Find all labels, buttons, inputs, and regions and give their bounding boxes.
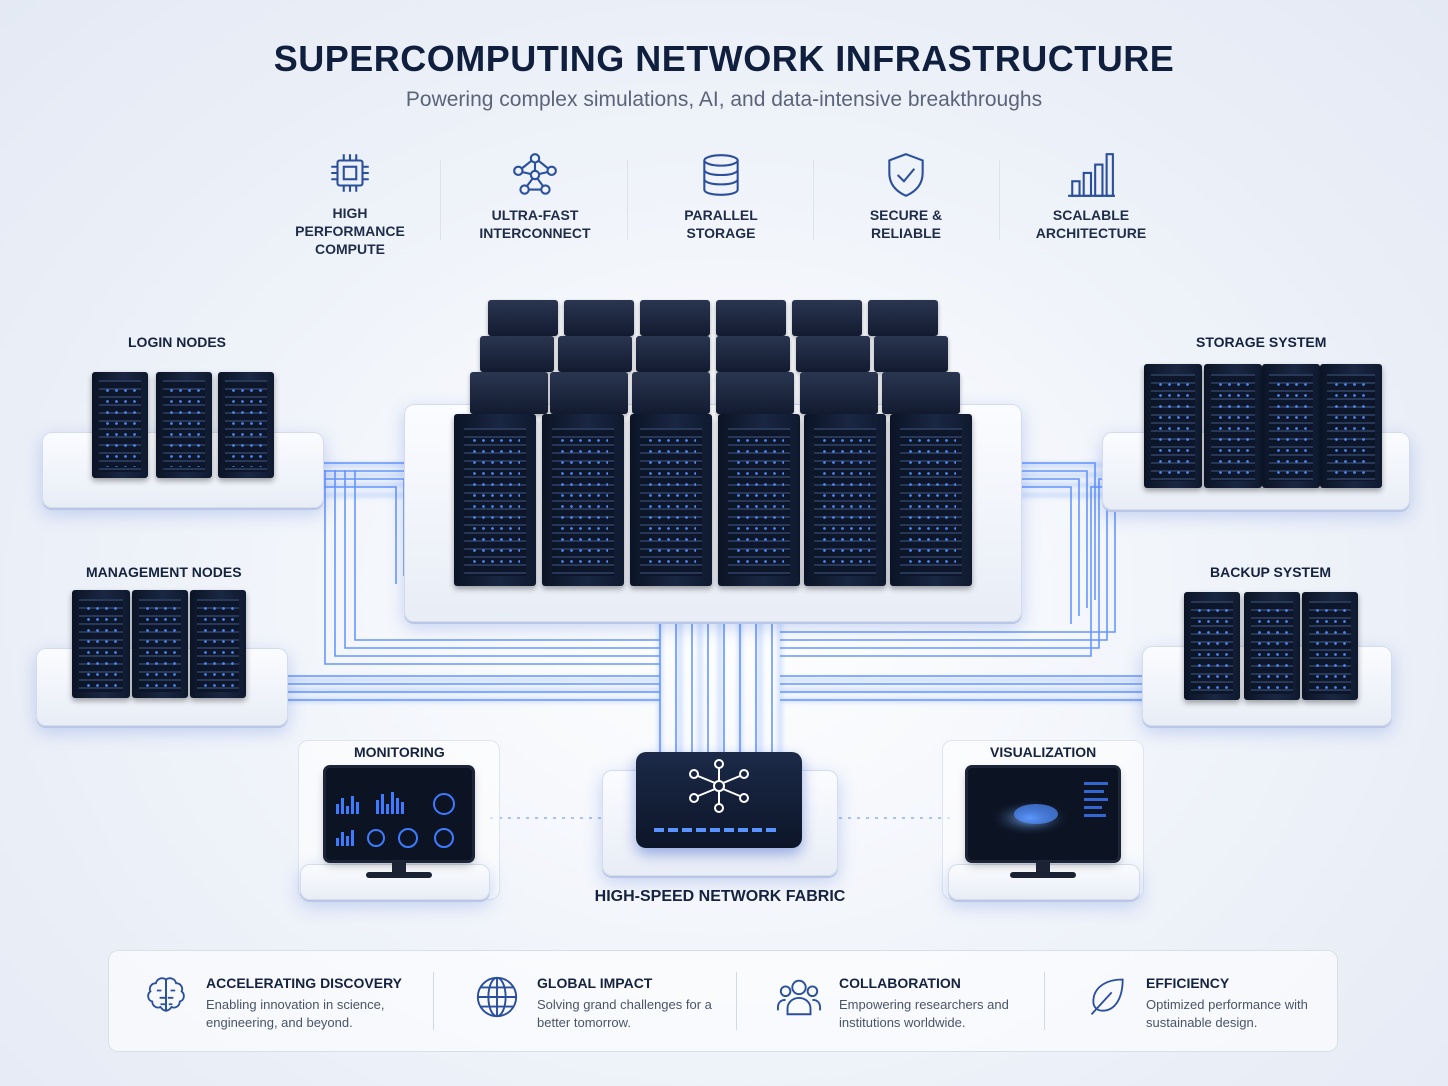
login-nodes-label: LOGIN NODES — [128, 334, 227, 350]
cpu-chip-icon — [331, 154, 369, 192]
monitor-base — [366, 872, 432, 878]
feature-label: SECURE & RELIABLE — [869, 207, 943, 241]
monitor-base — [1010, 872, 1076, 878]
visualization-graphic — [990, 782, 1108, 836]
divider — [813, 160, 814, 240]
divider — [627, 160, 628, 240]
benefits-panel: ACCELERATING DISCOVERY Enabling innovati… — [108, 950, 1338, 1052]
benefit-title: GLOBAL IMPACT — [537, 975, 653, 991]
divider — [433, 972, 434, 1030]
compute-rack — [542, 414, 624, 586]
benefit-global-impact: GLOBAL IMPACT Solving grand challenges f… — [474, 950, 774, 1052]
login-rack — [92, 372, 148, 478]
benefit-desc: Solving grand challenges for a better to… — [537, 997, 712, 1030]
compute-rack — [454, 414, 536, 586]
compute-rack — [804, 414, 886, 586]
compute-rack — [718, 414, 800, 586]
users-icon — [776, 979, 822, 1016]
storage-rack — [1262, 364, 1320, 488]
brain-icon — [147, 977, 185, 1012]
benefit-desc: Optimized performance with sustainable d… — [1146, 997, 1308, 1030]
shield-check-icon — [888, 153, 924, 197]
leaf-icon — [1090, 978, 1124, 1015]
feature-label: SCALABLE ARCHITECTURE — [1035, 207, 1147, 241]
login-rack — [218, 372, 274, 478]
globe-icon — [476, 976, 518, 1018]
feature-label: PARALLEL STORAGE — [684, 207, 758, 241]
network-switch — [636, 752, 802, 848]
hub-icon — [654, 759, 776, 832]
network-nodes-icon — [513, 153, 557, 195]
compute-rack — [890, 414, 972, 586]
login-rack — [156, 372, 212, 478]
benefit-efficiency: EFFICIENCY Optimized performance with su… — [1086, 950, 1326, 1052]
divider — [440, 160, 441, 240]
visualization-label: VISUALIZATION — [990, 744, 1097, 760]
page-subtitle: Powering complex simulations, AI, and da… — [405, 88, 1043, 111]
storage-rack — [1144, 364, 1202, 488]
feature-label: HIGH PERFORMANCE COMPUTE — [295, 205, 405, 257]
database-icon — [703, 154, 739, 196]
backup-rack — [1244, 592, 1300, 700]
monitor-stand — [392, 862, 406, 874]
monitoring-label: MONITORING — [354, 744, 445, 760]
fabric-label: HIGH-SPEED NETWORK FABRIC — [594, 888, 846, 905]
benefit-title: EFFICIENCY — [1146, 975, 1230, 991]
compute-rack — [630, 414, 712, 586]
visualization-screen — [968, 768, 1118, 860]
monitoring-screen — [326, 768, 472, 860]
management-rack — [72, 590, 130, 698]
divider — [999, 160, 1000, 240]
benefit-desc: Enabling innovation in science, engineer… — [206, 997, 385, 1030]
benefit-accelerating-discovery: ACCELERATING DISCOVERY Enabling innovati… — [144, 950, 444, 1052]
storage-rack — [1204, 364, 1262, 488]
storage-system-label: STORAGE SYSTEM — [1196, 334, 1327, 350]
feature-secure-reliable: SECURE & RELIABLE — [826, 150, 986, 242]
backup-rack — [1302, 592, 1358, 700]
bar-chart-icon — [1068, 153, 1115, 197]
management-rack — [132, 590, 188, 698]
monitor-stand — [1036, 862, 1050, 874]
divider — [1044, 972, 1045, 1030]
feature-high-performance-compute: HIGH PERFORMANCE COMPUTE — [270, 148, 430, 258]
divider — [736, 972, 737, 1030]
dashboard-graphics — [336, 792, 455, 848]
benefit-desc: Empowering researchers and institutions … — [839, 997, 1009, 1030]
benefit-title: COLLABORATION — [839, 975, 961, 991]
feature-label: ULTRA-FAST INTERCONNECT — [479, 207, 591, 241]
backup-system-label: BACKUP SYSTEM — [1210, 564, 1332, 580]
feature-ultra-fast-interconnect: ULTRA-FAST INTERCONNECT — [455, 150, 615, 242]
benefit-collaboration: COLLABORATION Empowering researchers and… — [776, 950, 1076, 1052]
storage-rack — [1320, 364, 1382, 488]
management-rack — [190, 590, 246, 698]
benefit-title: ACCELERATING DISCOVERY — [206, 975, 403, 991]
page-title: SUPERCOMPUTING NETWORK INFRASTRUCTURE — [273, 38, 1175, 79]
management-nodes-label: MANAGEMENT NODES — [86, 564, 242, 580]
feature-scalable-architecture: SCALABLE ARCHITECTURE — [1011, 150, 1171, 242]
feature-parallel-storage: PARALLEL STORAGE — [641, 150, 801, 242]
backup-rack — [1184, 592, 1240, 700]
